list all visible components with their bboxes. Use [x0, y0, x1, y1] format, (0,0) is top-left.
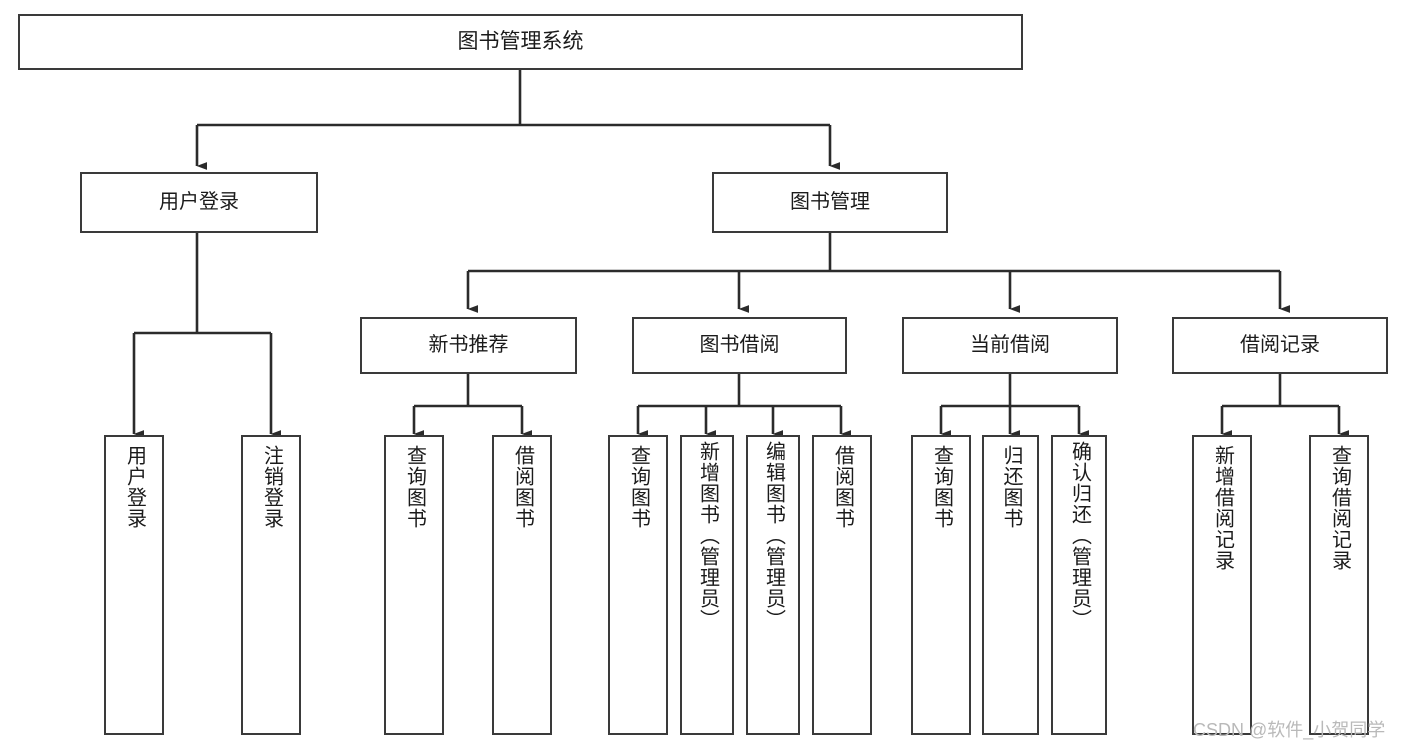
- node-book-borrow[interactable]: 图书借阅: [632, 317, 847, 374]
- node-leaf-query-record[interactable]: 查询借阅记录: [1309, 435, 1369, 735]
- node-leaf-query-book-1[interactable]: 查询图书: [384, 435, 444, 735]
- node-root-book-management-system[interactable]: 图书管理系统: [18, 14, 1023, 70]
- node-new-book-recommend-label: 新书推荐: [428, 333, 509, 356]
- edges-currentborrow-to-leaves: [939, 374, 1090, 438]
- node-leaf-confirm-return-label: 确认归还（管理员）: [1068, 441, 1091, 630]
- node-new-book-recommend[interactable]: 新书推荐: [360, 317, 577, 374]
- node-leaf-return-book-label: 归还图书: [1000, 445, 1022, 529]
- node-leaf-query-book-3[interactable]: 查询图书: [911, 435, 971, 735]
- node-leaf-confirm-return[interactable]: 确认归还（管理员）: [1051, 435, 1107, 735]
- node-borrow-record[interactable]: 借阅记录: [1172, 317, 1388, 374]
- node-user-login[interactable]: 用户登录: [80, 172, 318, 233]
- node-leaf-borrow-book-1-label: 借阅图书: [511, 445, 534, 529]
- node-leaf-query-book-3-label: 查询图书: [930, 445, 953, 529]
- node-leaf-user-login[interactable]: 用户登录: [104, 435, 164, 735]
- node-leaf-query-book-2[interactable]: 查询图书: [608, 435, 668, 735]
- node-root-label: 图书管理系统: [457, 29, 584, 53]
- node-leaf-logout[interactable]: 注销登录: [241, 435, 301, 735]
- node-leaf-query-book-1-label: 查询图书: [403, 445, 426, 529]
- edges-newbook-to-leaves: [412, 374, 533, 438]
- node-user-login-label: 用户登录: [159, 190, 239, 213]
- node-leaf-add-book-label: 新增图书（管理员）: [696, 441, 719, 630]
- edges-bookborrow-to-leaves: [636, 374, 852, 438]
- node-leaf-return-book[interactable]: 归还图书: [982, 435, 1039, 735]
- node-book-borrow-label: 图书借阅: [699, 333, 780, 356]
- node-leaf-edit-book-label: 编辑图书（管理员）: [762, 441, 785, 630]
- node-leaf-query-book-2-label: 查询图书: [627, 445, 650, 529]
- edges-root-to-level1: [195, 70, 841, 170]
- node-leaf-borrow-book-2[interactable]: 借阅图书: [812, 435, 872, 735]
- node-current-borrow-label: 当前借阅: [970, 333, 1050, 356]
- node-leaf-borrow-book-1[interactable]: 借阅图书: [492, 435, 552, 735]
- node-book-management-label: 图书管理: [790, 190, 870, 213]
- node-leaf-user-login-label: 用户登录: [123, 445, 146, 529]
- edges-bookmgmt-to-level2: [466, 233, 1291, 313]
- edges-userlogin-to-leaves: [132, 233, 282, 438]
- node-current-borrow[interactable]: 当前借阅: [902, 317, 1118, 374]
- node-leaf-add-book[interactable]: 新增图书（管理员）: [680, 435, 734, 735]
- edges-borrowrecord-to-leaves: [1220, 374, 1350, 438]
- node-leaf-add-record[interactable]: 新增借阅记录: [1192, 435, 1252, 735]
- node-leaf-query-record-label: 查询借阅记录: [1328, 445, 1351, 571]
- node-book-management[interactable]: 图书管理: [712, 172, 948, 233]
- node-leaf-borrow-book-2-label: 借阅图书: [831, 445, 854, 529]
- node-leaf-edit-book[interactable]: 编辑图书（管理员）: [746, 435, 800, 735]
- node-leaf-logout-label: 注销登录: [260, 445, 283, 529]
- node-leaf-add-record-label: 新增借阅记录: [1211, 445, 1234, 571]
- node-borrow-record-label: 借阅记录: [1240, 333, 1320, 356]
